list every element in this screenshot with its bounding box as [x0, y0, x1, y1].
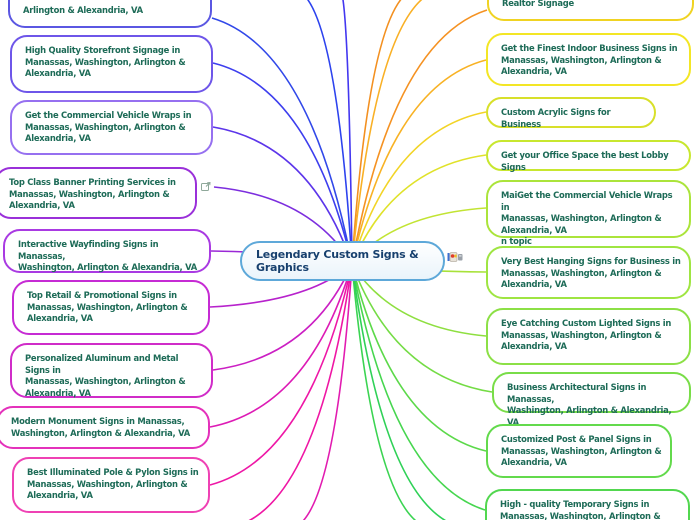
branch-line-offscreen-5 [248, 263, 353, 520]
topic-node-left-4[interactable]: Top Class Banner Printing Services in Ma… [0, 167, 197, 219]
central-topic[interactable]: Legendary Custom Signs & Graphics [240, 241, 445, 281]
topic-node-left-5[interactable]: Interactive Wayfinding Signs in Manassas… [3, 229, 211, 273]
branch-line-left-9 [209, 263, 353, 486]
branch-line-left-7 [212, 263, 353, 371]
topic-node-left-2[interactable]: High Quality Storefront Signage in Manas… [10, 35, 213, 93]
topic-node-right-2[interactable]: Get the Finest Indoor Business Signs in … [486, 33, 691, 86]
topic-label-left-5: Interactive Wayfinding Signs in Manassas… [18, 239, 198, 273]
topic-label-right-6: Very Best Hanging Signs for Business in … [501, 256, 681, 290]
topic-label-right-4: Get your Office Space the best Lobby Sig… [501, 150, 669, 172]
branch-line-left-2 [212, 62, 353, 265]
topic-label-left-2: High Quality Storefront Signage in Manas… [25, 45, 186, 79]
branch-line-left-1 [211, 17, 353, 265]
topic-node-right-4[interactable]: Get your Office Space the best Lobby Sig… [486, 140, 691, 172]
topic-label-right-2: Get the Finest Indoor Business Signs in … [501, 43, 678, 77]
branch-line-offscreen-4 [351, 0, 423, 265]
branch-line-offscreen-1 [306, 0, 353, 265]
topic-node-left-6[interactable]: Top Retail & Promotional Signs in Manass… [12, 280, 210, 335]
topic-node-left-7[interactable]: Personalized Aluminum and Metal Signs in… [10, 343, 213, 398]
branch-line-offscreen-6 [302, 263, 353, 520]
topic-node-left-3[interactable]: Get the Commercial Vehicle Wraps in Mana… [10, 100, 213, 155]
topic-label-right-3: Custom Acrylic Signs for Business [501, 107, 611, 129]
branch-line-right-9 [351, 263, 487, 452]
topic-node-right-9[interactable]: Customized Post & Panel Signs in Manassa… [486, 424, 672, 478]
hyperlink-icon[interactable] [201, 182, 211, 192]
topic-node-right-3[interactable]: Custom Acrylic Signs for Business [486, 97, 656, 129]
topic-node-left-9[interactable]: Best Illuminated Pole & Pylon Signs in M… [12, 457, 210, 513]
branch-line-offscreen-2 [342, 0, 353, 265]
branch-line-right-3 [351, 111, 487, 265]
topic-node-left-1[interactable]: Arlington & Alexandria, VA [8, 0, 212, 28]
topic-node-right-5[interactable]: MaiGet the Commercial Vehicle Wraps in M… [486, 180, 691, 246]
topic-label-left-9: Best Illuminated Pole & Pylon Signs in M… [27, 467, 199, 501]
topic-label-left-1: Arlington & Alexandria, VA [23, 5, 143, 16]
topic-label-left-4: Top Class Banner Printing Services in Ma… [9, 177, 176, 211]
topic-label-left-7: Personalized Aluminum and Metal Signs in… [25, 353, 186, 398]
topic-label-right-8: Business Architectural Signs in Manassas… [507, 382, 672, 427]
branch-line-right-1 [351, 9, 488, 265]
topic-node-right-7[interactable]: Eye Catching Custom Lighted Signs in Man… [486, 308, 691, 365]
branch-line-right-8 [351, 263, 493, 393]
central-topic-label: Legendary Custom Signs & Graphics [256, 247, 419, 275]
topic-label-right-7: Eye Catching Custom Lighted Signs in Man… [501, 318, 672, 352]
topic-label-right-10: High - quality Temporary Signs in Manass… [500, 499, 661, 520]
topic-node-right-8[interactable]: Business Architectural Signs in Manassas… [492, 372, 691, 427]
branch-line-offscreen-8 [351, 263, 447, 520]
topic-label-right-5: MaiGet the Commercial Vehicle Wraps in M… [501, 190, 673, 247]
branch-line-left-8 [209, 263, 353, 428]
topic-label-right-1: Realtor Signage [502, 0, 574, 9]
topic-node-left-8[interactable]: Modern Monument Signs in Manassas, Washi… [0, 406, 210, 449]
topic-node-right-1[interactable]: Realtor Signage [487, 0, 694, 21]
topic-label-left-6: Top Retail & Promotional Signs in Manass… [27, 290, 188, 324]
topic-label-right-9: Customized Post & Panel Signs in Manassa… [501, 434, 662, 468]
branch-line-right-2 [351, 59, 487, 265]
topic-node-right-6[interactable]: Very Best Hanging Signs for Business in … [486, 246, 691, 299]
branch-line-offscreen-7 [351, 263, 417, 520]
media-icon[interactable] [447, 251, 463, 263]
branch-line-left-3 [212, 126, 353, 265]
topic-label-left-8: Modern Monument Signs in Manassas, Washi… [11, 416, 191, 438]
topic-label-left-3: Get the Commercial Vehicle Wraps in Mana… [25, 110, 192, 144]
branch-line-offscreen-3 [351, 0, 402, 265]
branch-line-right-10 [351, 263, 486, 511]
topic-node-right-10[interactable]: High - quality Temporary Signs in Manass… [485, 489, 690, 520]
